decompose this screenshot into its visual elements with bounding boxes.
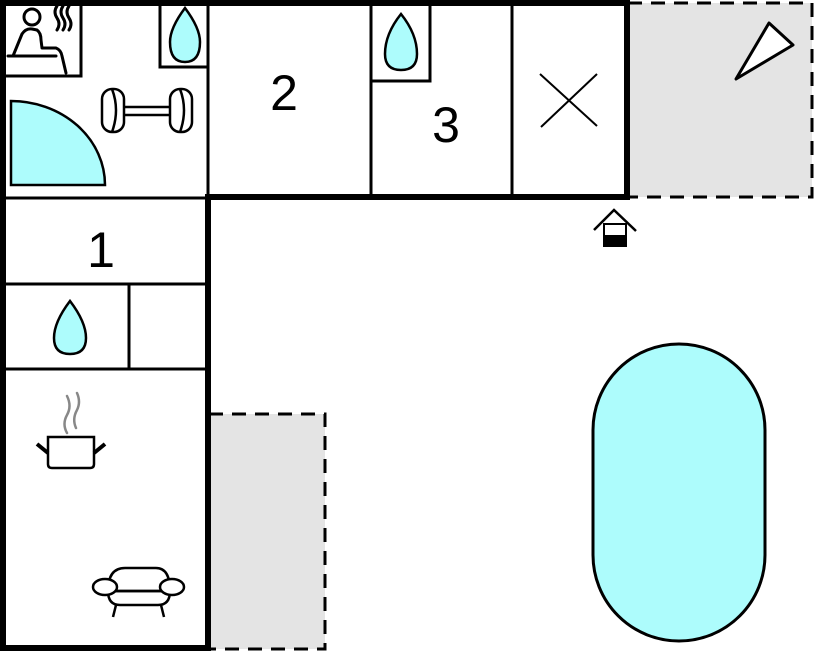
- room-label-1: 1: [87, 222, 115, 278]
- sauna-icon: [6, 4, 73, 75]
- water-drop-icon: [383, 11, 419, 72]
- swimming-pool: [591, 342, 767, 643]
- entrance-icon: [593, 208, 637, 247]
- terrace-south: [209, 412, 327, 651]
- not-accessible-icon: [539, 73, 598, 128]
- room-label-3: 3: [432, 97, 460, 153]
- room-label-2: 2: [270, 65, 298, 121]
- cooking-pot-icon: [35, 391, 107, 470]
- armchair-icon: [91, 566, 186, 618]
- terrace-north-east: [628, 1, 814, 199]
- fitness-icon: [100, 87, 194, 134]
- exterior-walls: [0, 0, 630, 651]
- interior-walls: [3, 3, 514, 371]
- north-arrow-icon: [734, 21, 795, 81]
- water-drop-icon: [168, 5, 202, 64]
- water-drop-icon: [52, 298, 88, 356]
- whirlpool-icon: [9, 99, 107, 187]
